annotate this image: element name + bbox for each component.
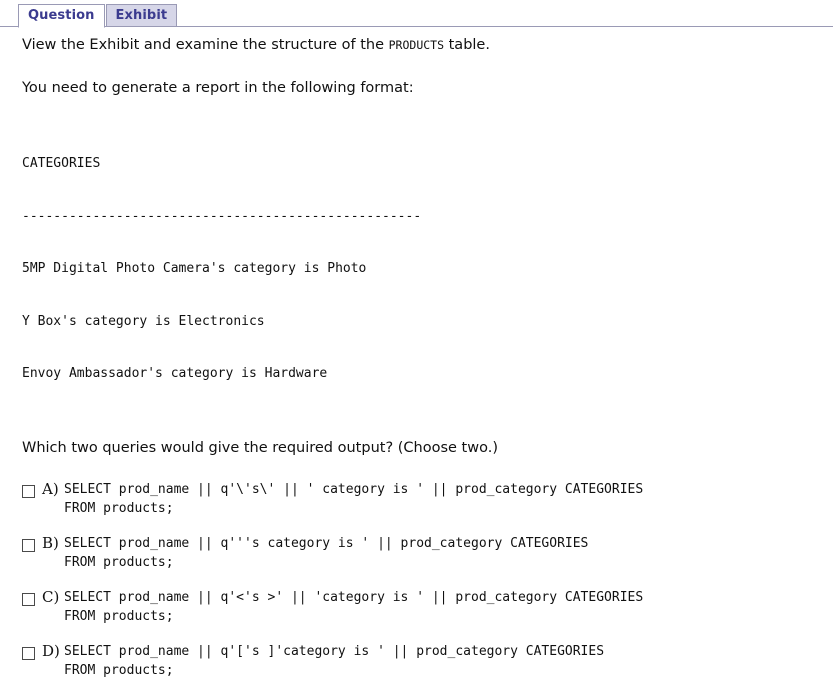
option-text-a: SELECT prod_name || q'\'s\' || ' categor… [64, 480, 643, 518]
report-row: Envoy Ambassador's category is Hardware [22, 366, 328, 382]
intro-line-2: You need to generate a report in the fol… [22, 79, 414, 96]
option-letter-d: D) [42, 642, 60, 661]
report-divider: ----------------------------------------… [22, 208, 422, 224]
option-text-d: SELECT prod_name || q'['s ]'category is … [64, 642, 604, 680]
question-prompt: Which two queries would give the require… [22, 439, 498, 456]
option-b[interactable]: B) SELECT prod_name || q'''s category is… [22, 534, 833, 572]
option-a[interactable]: A) SELECT prod_name || q'\'s\' || ' cate… [22, 480, 833, 518]
option-d-line-2: FROM products; [64, 663, 174, 679]
option-d-line-1: SELECT prod_name || q'['s ]'category is … [64, 644, 605, 660]
checkbox-icon-b[interactable] [22, 539, 35, 553]
report-format-block: CATEGORIES -----------------------------… [22, 120, 833, 418]
spacer [22, 56, 833, 79]
option-d[interactable]: D) SELECT prod_name || q'['s ]'category … [22, 642, 833, 680]
spacer [22, 458, 833, 480]
report-header: CATEGORIES [22, 156, 101, 172]
intro-line-1-suffix: table. [444, 37, 490, 53]
option-letter-c: C) [42, 588, 60, 607]
checkbox-icon-a[interactable] [22, 485, 35, 499]
spacer [22, 418, 833, 439]
report-row: 5MP Digital Photo Camera's category is P… [22, 261, 367, 277]
option-b-line-1: SELECT prod_name || q'''s category is ' … [64, 536, 589, 552]
products-table-name: PRODUCTS [388, 38, 445, 52]
spacer [22, 98, 833, 120]
report-row: Y Box's category is Electronics [22, 313, 265, 329]
tab-question[interactable]: Question [18, 4, 105, 28]
intro-line-1-prefix: View the Exhibit and examine the structu… [22, 37, 389, 53]
question-content: View the Exhibit and examine the structu… [0, 27, 833, 680]
intro-line-1: View the Exhibit and examine the structu… [22, 36, 833, 56]
checkbox-icon-c[interactable] [22, 593, 35, 607]
checkbox-icon-d[interactable] [22, 647, 35, 661]
option-c-line-2: FROM products; [64, 609, 174, 625]
option-c-line-1: SELECT prod_name || q'<'s >' || 'categor… [64, 590, 644, 606]
answer-options: A) SELECT prod_name || q'\'s\' || ' cate… [22, 480, 833, 680]
option-a-line-2: FROM products; [64, 501, 174, 517]
option-letter-b: B) [42, 534, 59, 553]
option-letter-a: A) [42, 480, 59, 499]
option-a-line-1: SELECT prod_name || q'\'s\' || ' categor… [64, 482, 644, 498]
option-c[interactable]: C) SELECT prod_name || q'<'s >' || 'cate… [22, 588, 833, 626]
option-text-b: SELECT prod_name || q'''s category is ' … [64, 534, 588, 572]
option-b-line-2: FROM products; [64, 555, 174, 571]
option-text-c: SELECT prod_name || q'<'s >' || 'categor… [64, 588, 643, 626]
tab-exhibit[interactable]: Exhibit [105, 4, 178, 27]
